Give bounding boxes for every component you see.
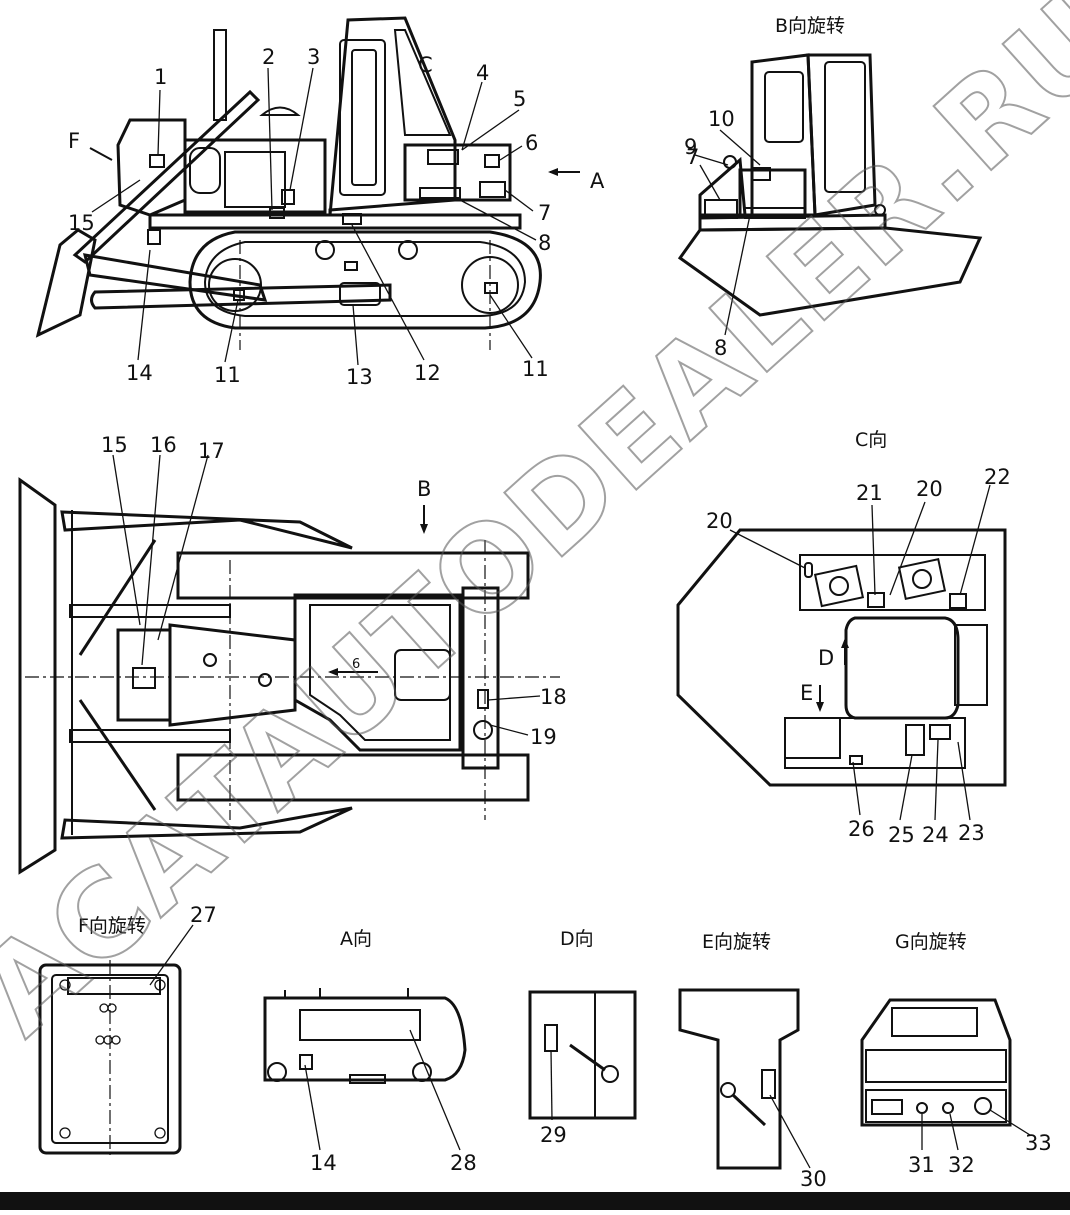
d-view (528, 990, 637, 1120)
callout-10: 10 (708, 107, 735, 131)
g-rotated-view (860, 998, 1012, 1127)
callout-11-left: 11 (214, 363, 241, 387)
callout-19: 19 (530, 725, 557, 749)
title-b-rotated: B向旋转 (775, 15, 845, 37)
callout-11-right: 11 (522, 357, 549, 381)
callout-12: 12 (414, 361, 441, 385)
callout-18: 18 (540, 685, 567, 709)
marker-f: F (68, 129, 80, 153)
callout-4: 4 (476, 61, 489, 85)
c-view (676, 528, 1007, 787)
callout-2: 2 (262, 45, 275, 69)
callout-8: 8 (538, 231, 551, 255)
callout-20-left: 20 (706, 509, 733, 533)
a-view (263, 988, 467, 1084)
callout-27: 27 (190, 903, 217, 927)
callout-32: 32 (948, 1153, 975, 1177)
f-rotated-view (38, 960, 182, 1155)
callout-1: 1 (154, 65, 167, 89)
callout-31: 31 (908, 1153, 935, 1177)
callout-13: 13 (346, 365, 373, 389)
b-rotated-view (677, 53, 983, 317)
callout-29: 29 (540, 1123, 567, 1147)
callout-9: 9 (684, 135, 697, 159)
callout-22: 22 (984, 465, 1011, 489)
marker-b: B (417, 477, 431, 501)
callout-16: 16 (150, 433, 177, 457)
callout-7: 7 (538, 201, 551, 225)
title-c-view: C向 (855, 429, 887, 451)
title-f-rotated: F向旋转 (78, 915, 146, 937)
marker-d: D (818, 646, 834, 670)
marker-c: C (418, 53, 433, 77)
callout-6: 6 (525, 131, 538, 155)
marker-a: A (590, 169, 605, 193)
callout-8-b: 8 (714, 336, 727, 360)
callout-5: 5 (513, 87, 526, 111)
callout-28: 28 (450, 1151, 477, 1175)
callout-15-top: 15 (101, 433, 128, 457)
top-view (18, 477, 560, 875)
callout-21: 21 (856, 481, 883, 505)
bottom-border-bar (0, 1192, 1070, 1210)
side-view (35, 16, 580, 350)
callout-14: 14 (126, 361, 153, 385)
e-rotated-view (678, 988, 800, 1170)
callout-33: 33 (1025, 1131, 1052, 1155)
callout-23: 23 (958, 821, 985, 845)
direction-markers: F A B C D E 6 (68, 53, 834, 705)
marker-e: E (800, 681, 813, 705)
callout-26: 26 (848, 817, 875, 841)
title-a-view: A向 (340, 928, 372, 950)
title-g-rotated: G向旋转 (895, 931, 967, 953)
marker-6-small: 6 (352, 657, 360, 672)
callout-20-right: 20 (916, 477, 943, 501)
callout-30: 30 (800, 1167, 827, 1191)
callout-numbers: 1 2 3 4 5 6 7 8 15 14 11 13 12 11 10 9 7… (68, 45, 1052, 1191)
leader-lines (91, 67, 1031, 1169)
callout-7-b: 7 (686, 145, 699, 169)
callout-15: 15 (68, 211, 95, 235)
title-e-rotated: E向旋转 (702, 931, 771, 953)
callout-3: 3 (307, 45, 320, 69)
callout-14-a: 14 (310, 1151, 337, 1175)
view-titles: B向旋转 C向 F向旋转 A向 D向 E向旋转 G向旋转 (78, 15, 967, 953)
title-d-view: D向 (560, 928, 594, 950)
callout-25: 25 (888, 823, 915, 847)
callout-17: 17 (198, 439, 225, 463)
callout-24: 24 (922, 823, 949, 847)
